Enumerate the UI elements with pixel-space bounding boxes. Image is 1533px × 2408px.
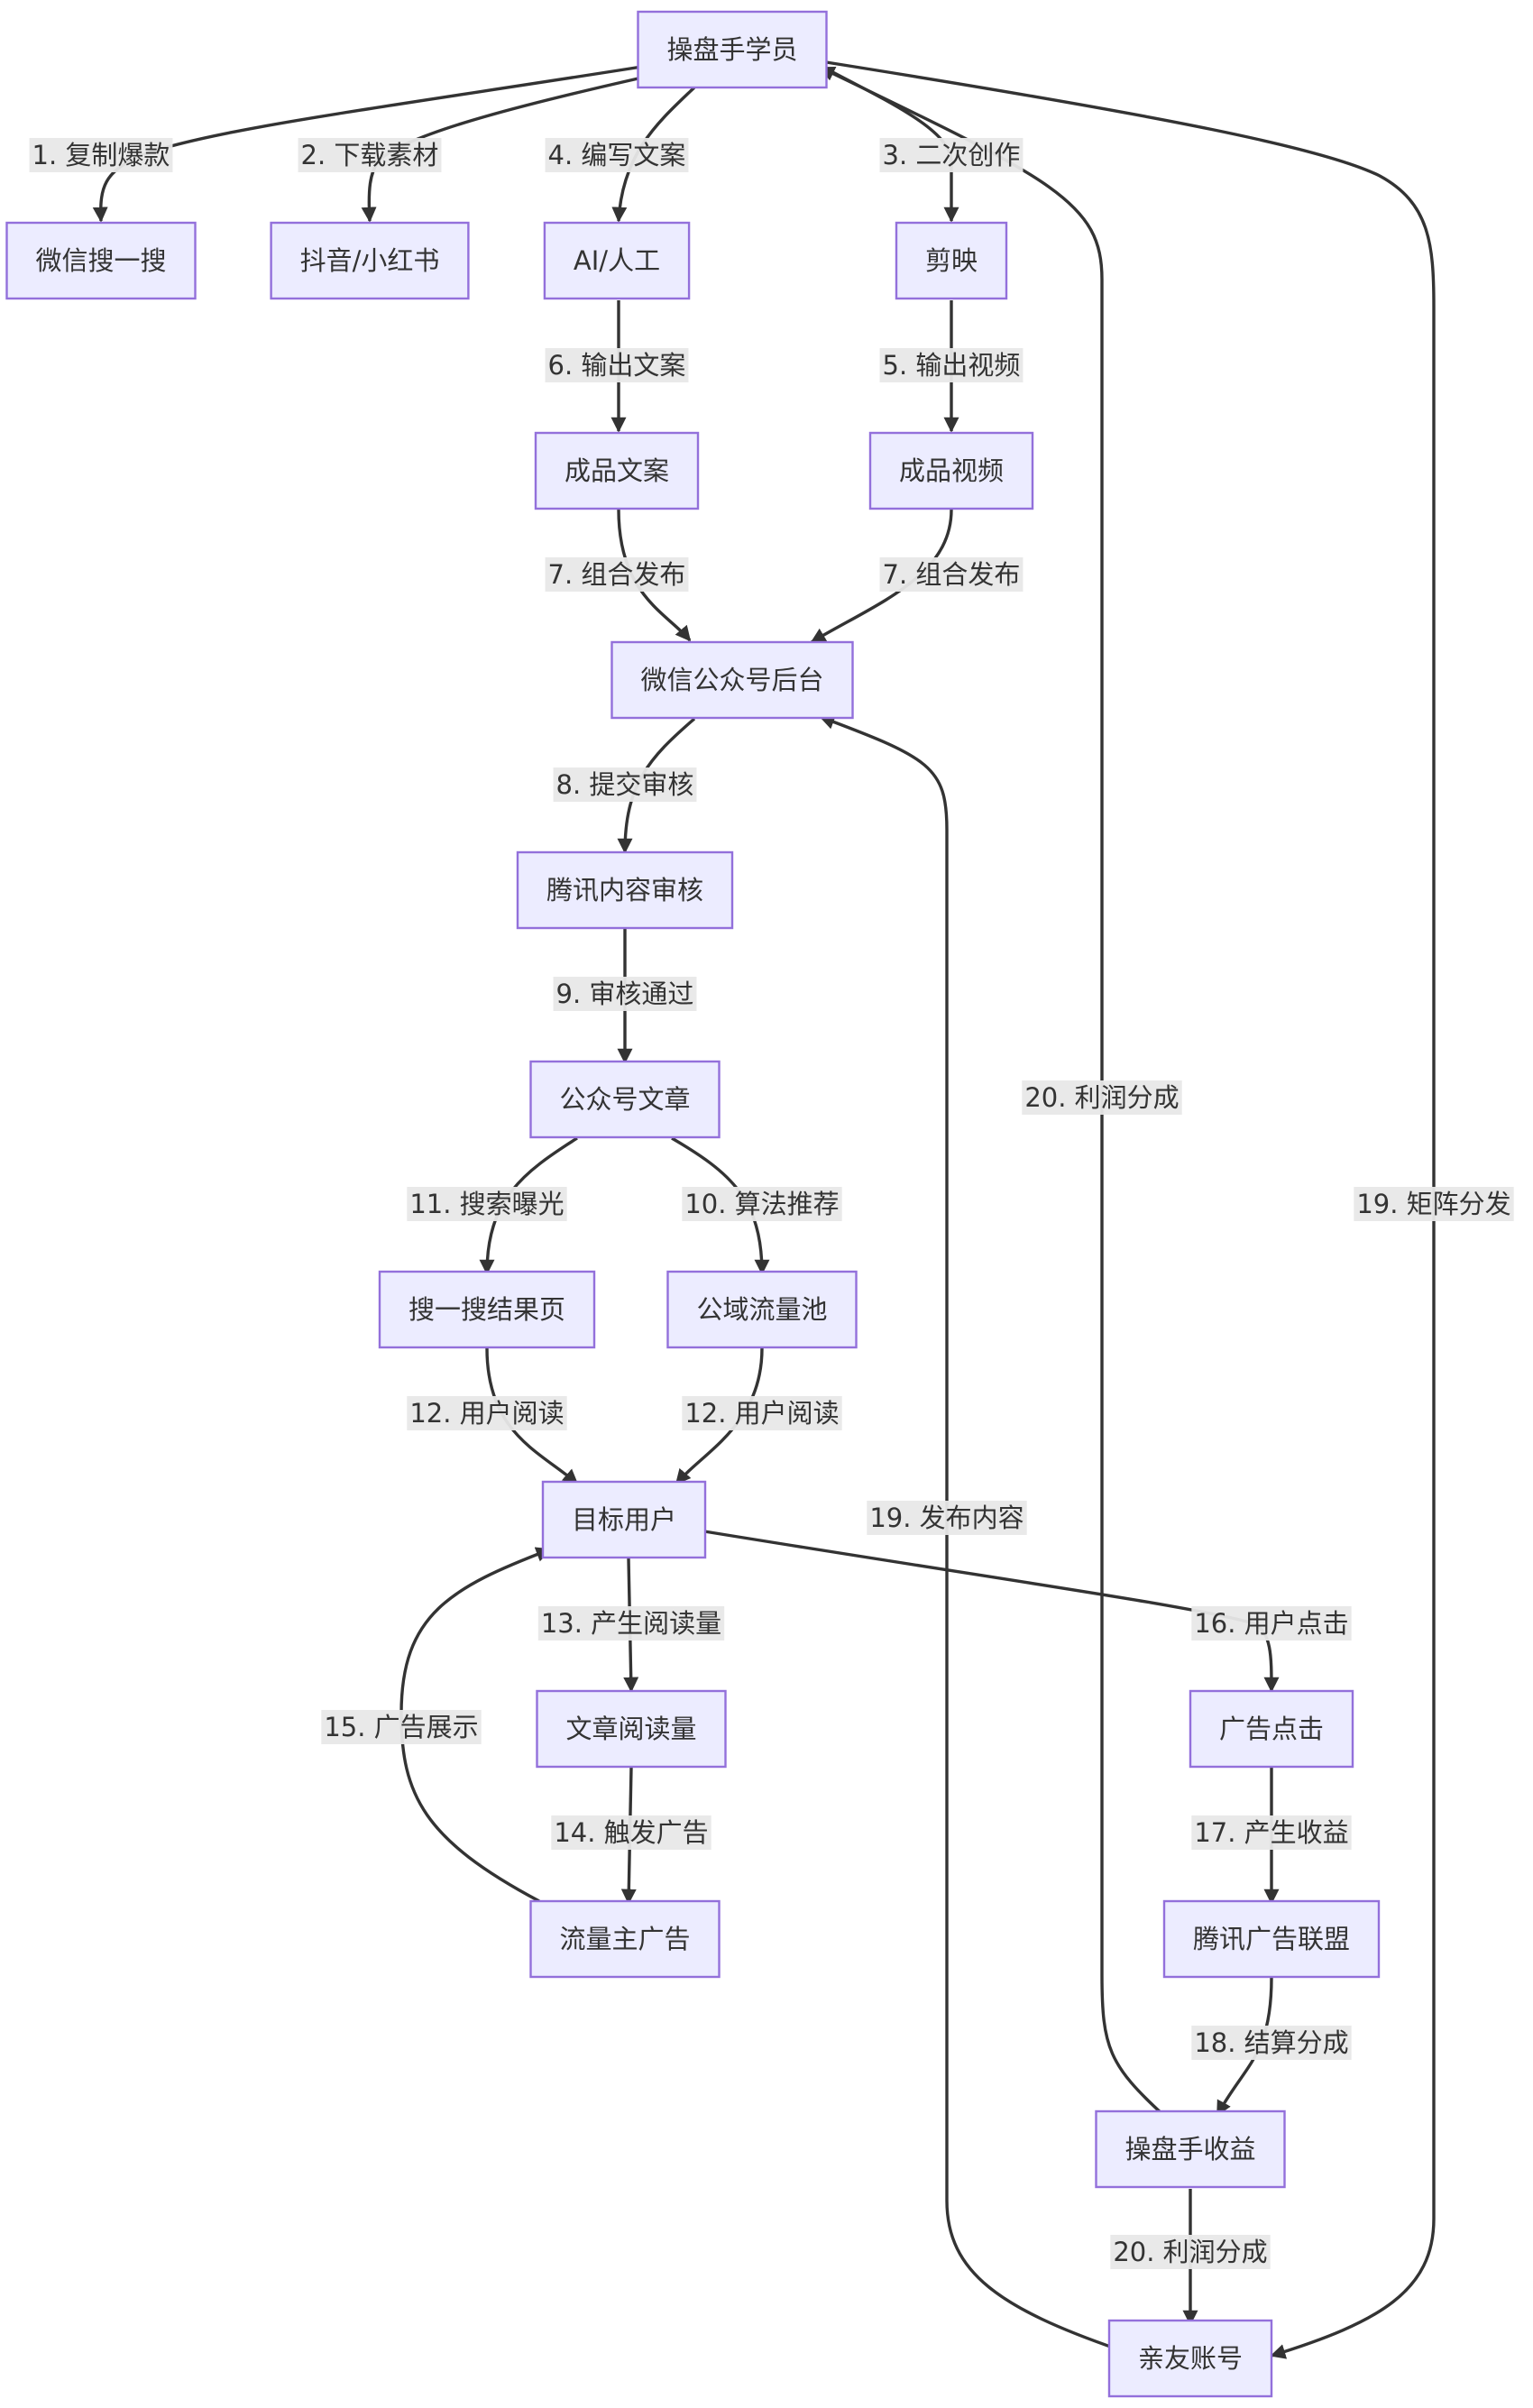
svg-text:公域流量池: 公域流量池 <box>696 1294 827 1325</box>
svg-text:12. 用户阅读: 12. 用户阅读 <box>684 1398 839 1429</box>
edge-1 <box>92 64 648 223</box>
svg-text:搜一搜结果页: 搜一搜结果页 <box>408 1294 565 1325</box>
edge-19b <box>819 714 1119 2351</box>
edge-16 <box>698 1529 1280 1693</box>
svg-text:抖音/小红书: 抖音/小红书 <box>300 245 440 276</box>
svg-text:19. 发布内容: 19. 发布内容 <box>869 1503 1024 1533</box>
svg-text:公众号文章: 公众号文章 <box>559 1084 690 1115</box>
edge-label-15: 15. 广告展示 <box>321 1710 482 1744</box>
svg-text:操盘手学员: 操盘手学员 <box>666 34 797 65</box>
svg-text:腾讯广告联盟: 腾讯广告联盟 <box>1193 1924 1350 1954</box>
edge-7a <box>617 509 692 642</box>
node-finished-video[interactable]: 成品视频 <box>868 431 1034 510</box>
node-tencent-review[interactable]: 腾讯内容审核 <box>516 850 734 930</box>
svg-text:17. 产生收益: 17. 产生收益 <box>1194 1817 1348 1848</box>
svg-text:14. 触发广告: 14. 触发广告 <box>554 1817 708 1848</box>
edge-label-16: 16. 用户点击 <box>1191 1606 1352 1641</box>
edge-label-9: 9. 审核通过 <box>553 977 697 1011</box>
svg-text:3. 二次创作: 3. 二次创作 <box>883 140 1021 170</box>
svg-text:成品视频: 成品视频 <box>899 455 1004 486</box>
edge-19a <box>820 60 1436 2359</box>
svg-text:10. 算法推荐: 10. 算法推荐 <box>684 1189 839 1219</box>
svg-text:AI/人工: AI/人工 <box>574 245 660 276</box>
edge-label-4: 4. 编写文案 <box>545 138 689 172</box>
node-read-count[interactable]: 文章阅读量 <box>536 1689 727 1769</box>
edge-label-20b: 20. 利润分成 <box>1110 2235 1271 2269</box>
edge-12a <box>485 1347 579 1485</box>
edge-label-8: 8. 提交审核 <box>553 767 697 802</box>
svg-text:15. 广告展示: 15. 广告展示 <box>324 1712 478 1742</box>
svg-text:20. 利润分成: 20. 利润分成 <box>1024 1082 1179 1113</box>
edge-label-6: 6. 输出文案 <box>545 348 689 382</box>
node-trader-income[interactable]: 操盘手收益 <box>1095 2109 1286 2189</box>
edge-label-18: 18. 结算分成 <box>1191 2026 1352 2060</box>
edge-labels: 1. 复制爆款 2. 下载素材 4. 编写文案 3. 二次创作 6. 输出文案 … <box>29 138 1514 2269</box>
svg-text:6. 输出文案: 6. 输出文案 <box>548 350 686 381</box>
node-mp-article[interactable]: 公众号文章 <box>529 1060 721 1139</box>
svg-text:16. 用户点击: 16. 用户点击 <box>1194 1608 1348 1639</box>
edge-label-13: 13. 产生阅读量 <box>537 1606 725 1641</box>
svg-text:操盘手收益: 操盘手收益 <box>1125 2134 1255 2164</box>
node-ad-alliance[interactable]: 腾讯广告联盟 <box>1162 1899 1381 1979</box>
svg-text:腾讯内容审核: 腾讯内容审核 <box>546 875 703 905</box>
svg-text:7. 组合发布: 7. 组合发布 <box>883 559 1021 590</box>
svg-text:12. 用户阅读: 12. 用户阅读 <box>409 1398 564 1429</box>
node-traffic-pool[interactable]: 公域流量池 <box>666 1270 858 1349</box>
svg-text:微信搜一搜: 微信搜一搜 <box>35 245 166 276</box>
edge-label-7b: 7. 组合发布 <box>879 557 1024 592</box>
svg-text:广告点击: 广告点击 <box>1219 1714 1324 1744</box>
node-wechat-search[interactable]: 微信搜一搜 <box>5 221 197 300</box>
node-search-results[interactable]: 搜一搜结果页 <box>378 1270 596 1349</box>
svg-text:成品文案: 成品文案 <box>565 455 669 486</box>
node-trader[interactable]: 操盘手学员 <box>637 10 828 89</box>
edge-label-12b: 12. 用户阅读 <box>682 1396 842 1430</box>
svg-text:13. 产生阅读量: 13. 产生阅读量 <box>541 1608 721 1639</box>
edge-label-11: 11. 搜索曝光 <box>407 1187 567 1221</box>
node-jianying[interactable]: 剪映 <box>895 221 1008 300</box>
node-finished-copy[interactable]: 成品文案 <box>534 431 700 510</box>
svg-text:亲友账号: 亲友账号 <box>1138 2343 1243 2374</box>
svg-text:5. 输出视频: 5. 输出视频 <box>883 350 1021 381</box>
svg-text:2. 下载素材: 2. 下载素材 <box>301 140 439 170</box>
nodes: 操盘手学员 微信搜一搜 抖音/小红书 AI/人工 剪映 成品文案 成品视频 微信… <box>5 10 1381 2398</box>
node-ad-click[interactable]: 广告点击 <box>1189 1689 1354 1769</box>
svg-text:文章阅读量: 文章阅读量 <box>565 1714 696 1744</box>
edge-label-20a: 20. 利润分成 <box>1022 1080 1182 1115</box>
edge-label-14: 14. 触发广告 <box>551 1815 711 1850</box>
node-friend-account[interactable]: 亲友账号 <box>1107 2319 1273 2398</box>
edge-label-19a: 19. 矩阵分发 <box>1354 1187 1514 1221</box>
edge-label-3: 3. 二次创作 <box>879 138 1024 172</box>
svg-text:流量主广告: 流量主广告 <box>559 1924 690 1954</box>
edge-label-7a: 7. 组合发布 <box>545 557 689 592</box>
node-mp-backend[interactable]: 微信公众号后台 <box>610 640 854 720</box>
edge-label-12a: 12. 用户阅读 <box>407 1396 567 1430</box>
svg-text:11. 搜索曝光: 11. 搜索曝光 <box>409 1189 564 1219</box>
svg-text:8. 提交审核: 8. 提交审核 <box>556 769 694 800</box>
edge-12b <box>675 1347 764 1485</box>
svg-text:4. 编写文案: 4. 编写文案 <box>548 140 686 170</box>
svg-text:微信公众号后台: 微信公众号后台 <box>640 665 823 695</box>
edge-label-17: 17. 产生收益 <box>1191 1815 1352 1850</box>
svg-text:剪映: 剪映 <box>925 245 978 276</box>
edge-label-1: 1. 复制爆款 <box>29 138 173 172</box>
edge-label-19b: 19. 发布内容 <box>867 1501 1027 1535</box>
node-douyin-xiaohongshu[interactable]: 抖音/小红书 <box>270 221 470 300</box>
node-ai-manual[interactable]: AI/人工 <box>543 221 691 300</box>
svg-text:19. 矩阵分发: 19. 矩阵分发 <box>1356 1189 1510 1219</box>
svg-text:1. 复制爆款: 1. 复制爆款 <box>32 140 170 170</box>
node-ads[interactable]: 流量主广告 <box>529 1899 721 1979</box>
svg-text:9. 审核通过: 9. 审核通过 <box>556 979 694 1009</box>
svg-text:18. 结算分成: 18. 结算分成 <box>1194 2027 1348 2058</box>
svg-text:7. 组合发布: 7. 组合发布 <box>548 559 686 590</box>
edge-label-2: 2. 下载素材 <box>298 138 442 172</box>
svg-text:目标用户: 目标用户 <box>572 1504 676 1535</box>
node-target-user[interactable]: 目标用户 <box>541 1480 707 1559</box>
svg-text:20. 利润分成: 20. 利润分成 <box>1113 2237 1267 2267</box>
edge-label-10: 10. 算法推荐 <box>682 1187 842 1221</box>
edge-label-5: 5. 输出视频 <box>879 348 1024 382</box>
